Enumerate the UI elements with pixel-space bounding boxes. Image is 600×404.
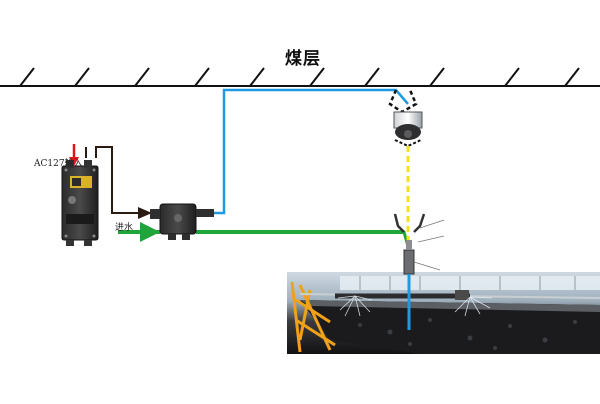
ac-input-label: AC127输入 xyxy=(34,159,83,169)
conveyor-frame xyxy=(290,281,336,353)
spray-mist xyxy=(337,295,493,317)
dome-sensor-icon xyxy=(388,89,423,148)
spray-nozzle-icon xyxy=(393,213,445,330)
water-branch xyxy=(380,230,411,251)
power-cable-arrow xyxy=(138,207,152,219)
coal-seam-roof xyxy=(0,67,600,87)
conveyor-belt-photo xyxy=(287,272,600,354)
signal-cable xyxy=(214,88,409,215)
junction-box-icon xyxy=(150,203,214,240)
water-inlet-arrow xyxy=(140,222,160,242)
roof-hatching xyxy=(19,67,580,87)
coal-seam-label: 煤层 xyxy=(285,49,321,69)
water-inlet-label: 进水 xyxy=(115,223,134,233)
power-cable xyxy=(95,146,150,214)
explosion-proof-power-box-icon xyxy=(61,160,99,246)
